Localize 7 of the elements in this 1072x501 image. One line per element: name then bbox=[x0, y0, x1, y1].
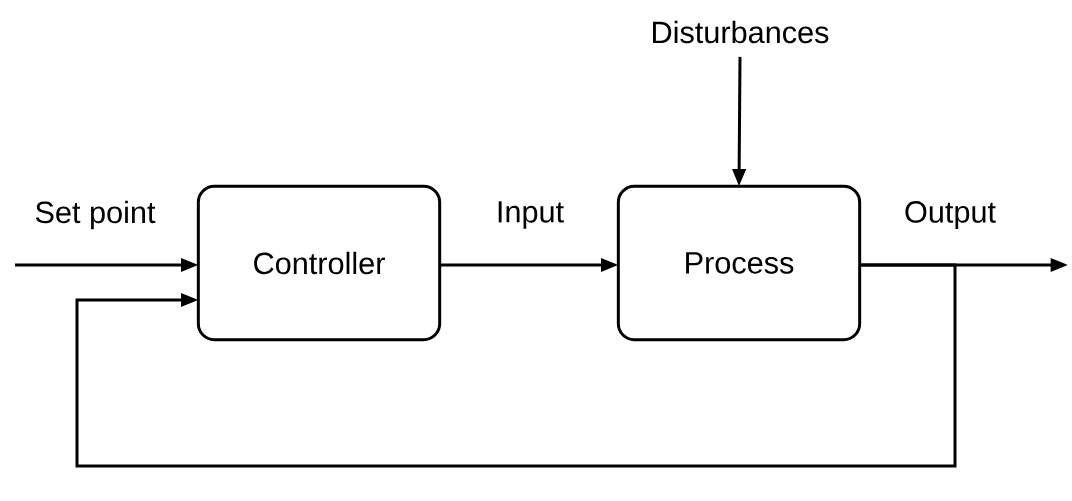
edge-label: Set point bbox=[35, 200, 156, 230]
edge-label: Output bbox=[905, 201, 996, 229]
arrow bbox=[75, 263, 957, 468]
edge-label: Input bbox=[498, 201, 564, 229]
node-label: Disturbances bbox=[653, 20, 829, 44]
process-box: Process bbox=[616, 184, 862, 342]
process-box: Controller bbox=[196, 184, 442, 342]
